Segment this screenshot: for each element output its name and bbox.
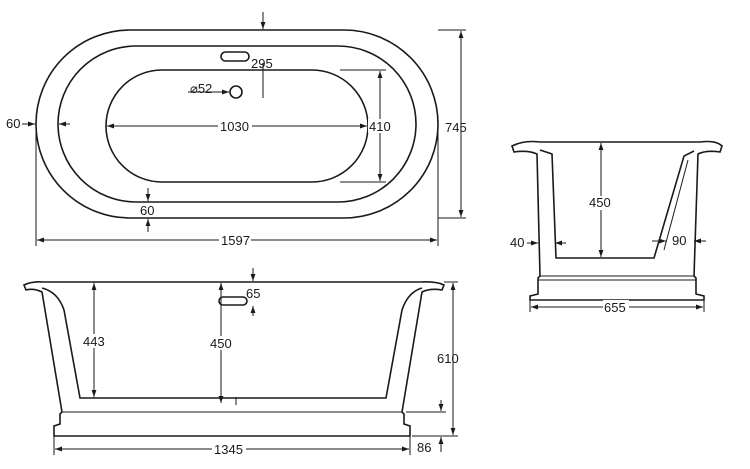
inner-length-label: 1030 (220, 119, 249, 134)
overall-width-label: 745 (445, 120, 467, 135)
overflow-slot (220, 51, 250, 62)
overflow-offset-label: 295 (251, 56, 273, 71)
drain-diameter-label: ⌀52 (190, 81, 212, 96)
end-base-width-label: 655 (604, 300, 626, 315)
side-overflow-height-label: 65 (246, 286, 260, 301)
rim-side-label: 60 (6, 116, 20, 131)
end-view-outline (511, 140, 723, 301)
side-depth-left-label: 443 (83, 334, 105, 349)
end-rim-right-label: 90 (672, 233, 686, 248)
inner-width-label: 410 (369, 119, 391, 134)
rim-front-label: 60 (140, 203, 154, 218)
end-rim-left-label: 40 (510, 235, 524, 250)
top-view: 745 1597 1030 410 60 60 ⌀52 295 (6, 12, 467, 248)
side-overflow-slot (218, 296, 248, 306)
drain-hole (229, 85, 243, 99)
side-view-outline (22, 281, 446, 437)
side-depth-center-label: 450 (210, 336, 232, 351)
end-view-basin (539, 149, 695, 259)
end-view: 450 40 90 655 (510, 140, 723, 315)
side-view: 443 450 65 610 86 1345 (22, 268, 459, 457)
end-depth-label: 450 (589, 195, 611, 210)
side-total-height-label: 610 (437, 351, 459, 366)
side-view-basin (41, 287, 423, 399)
inner-rim (57, 45, 417, 203)
side-base-length-label: 1345 (214, 442, 243, 457)
overall-length-label: 1597 (221, 233, 250, 248)
side-base-height-label: 86 (417, 440, 431, 455)
